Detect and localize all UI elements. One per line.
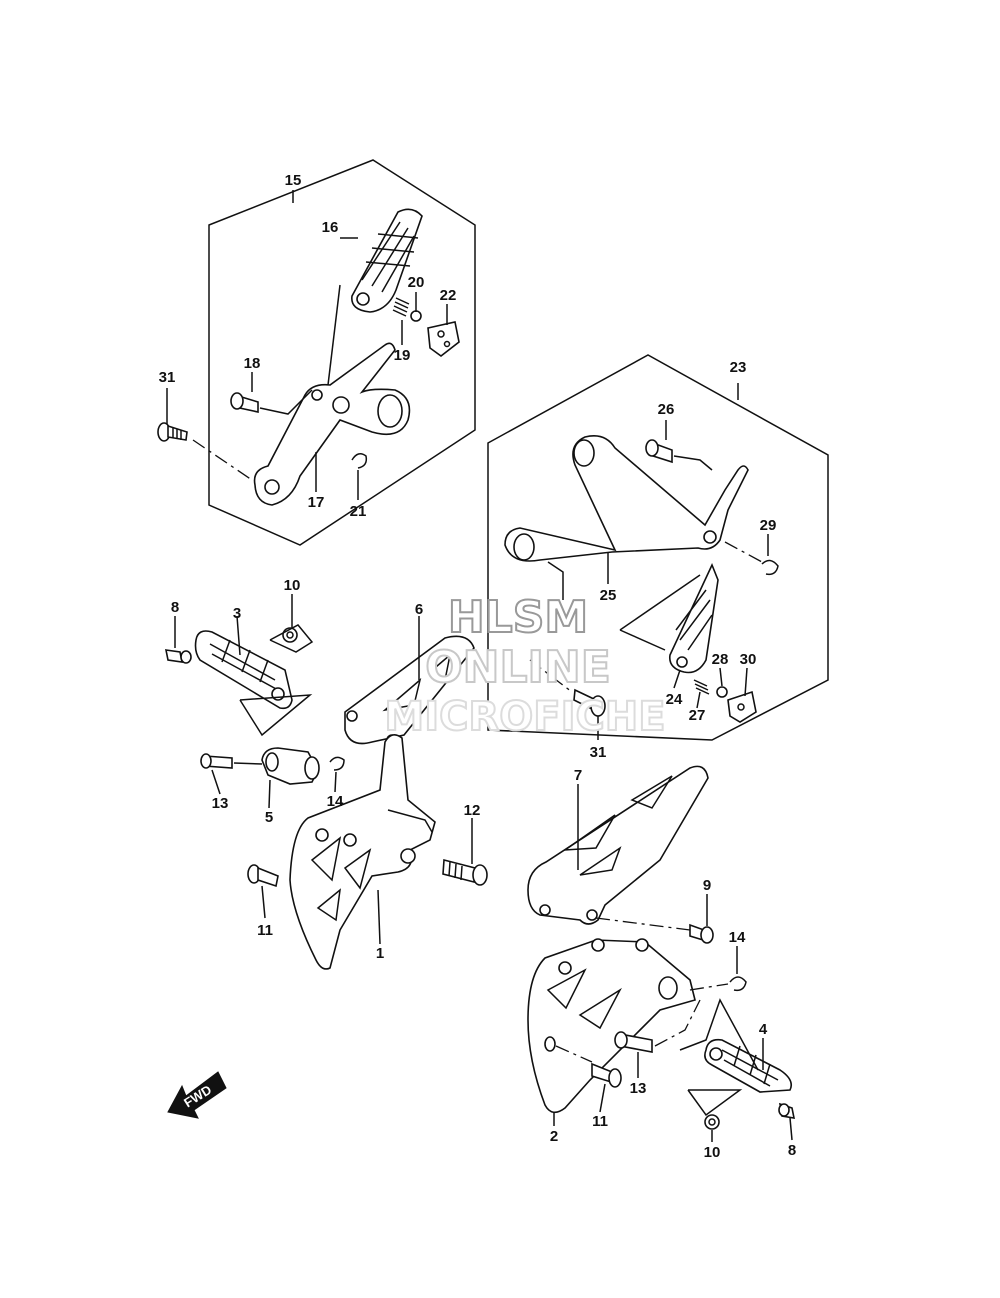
label-2: 2: [550, 1128, 558, 1145]
part-31-bolt-lower: [529, 659, 606, 717]
assembly-15-frame: [208, 159, 476, 546]
part-31-bolt-upper: [157, 422, 253, 481]
watermark-line-2: ONLINE: [425, 642, 611, 693]
part-20-ball: [410, 310, 422, 322]
label-23: 23: [730, 359, 747, 376]
part-13-pin-right: [614, 999, 701, 1053]
part-10-spring-right: [704, 1114, 720, 1130]
label-14-right: 14: [729, 929, 746, 946]
label-14-left: 14: [327, 793, 344, 810]
watermark: HLSM ONLINE MICROFICHE: [383, 591, 666, 741]
part-2-bracket: [527, 938, 696, 1114]
part-14-clip-right: [689, 976, 747, 992]
part-5-holder: [261, 747, 320, 785]
part-13-pin-left: [200, 753, 263, 769]
part-21-clip: [351, 453, 368, 469]
fwd-arrow-icon: FWD: [167, 1071, 227, 1119]
part-28-ball: [716, 686, 728, 698]
part-27-spring: [693, 679, 710, 695]
label-20: 20: [408, 274, 425, 291]
label-28: 28: [712, 651, 729, 668]
part-22-plate: [427, 321, 460, 358]
part-9-bolt: [595, 917, 714, 944]
label-22: 22: [440, 287, 457, 304]
part-26-pin: [645, 439, 713, 471]
label-13-left: 13: [212, 795, 229, 812]
part-12-bolt: [442, 858, 488, 886]
label-6: 6: [415, 601, 423, 618]
label-29: 29: [760, 517, 777, 534]
part-3-footpeg: [194, 630, 293, 710]
label-31-upper: 31: [159, 369, 176, 386]
label-16: 16: [322, 219, 339, 236]
right-peg-guide: [687, 1089, 743, 1117]
watermark-line-1: HLSM: [448, 592, 588, 643]
part-25-bracket: [504, 435, 749, 562]
label-30: 30: [740, 651, 757, 668]
part-1-bracket: [289, 734, 436, 970]
label-17: 17: [308, 494, 325, 511]
label-26: 26: [658, 401, 675, 418]
assembly-23-frame: [487, 354, 829, 741]
label-15: 15: [285, 172, 302, 189]
label-31-lower: 31: [590, 744, 607, 761]
watermark-line-3: MICROFICHE: [384, 694, 665, 740]
label-8-right: 8: [788, 1142, 796, 1159]
label-11-left: 11: [257, 922, 273, 939]
label-13-right: 13: [630, 1080, 647, 1097]
part-8-nut-right: [778, 1102, 796, 1119]
part-24-footpeg: [619, 562, 719, 674]
label-24: 24: [666, 691, 683, 708]
label-12: 12: [464, 802, 481, 819]
part-8-nut-left: [164, 649, 192, 664]
label-7: 7: [574, 767, 582, 784]
part-17-bracket: [253, 342, 411, 506]
part-30-plate: [727, 690, 757, 723]
part-29-clip: [724, 541, 779, 576]
label-8-left: 8: [171, 599, 179, 616]
part-10-spring-left: [269, 624, 314, 653]
part-18-pin: [230, 389, 313, 415]
part-19-spring: [392, 297, 410, 317]
part-11-bolt-right: [591, 1062, 622, 1088]
leader-lines: [166, 237, 793, 1142]
part-11-bolt-left: [247, 864, 279, 888]
part-7-heel-guard: [527, 765, 709, 925]
label-27: 27: [689, 707, 706, 724]
label-5: 5: [265, 809, 273, 826]
left-peg-guide: [239, 694, 313, 737]
label-19: 19: [394, 347, 411, 364]
label-11-right: 11: [592, 1113, 608, 1130]
label-9: 9: [703, 877, 711, 894]
part-4-footpeg: [679, 998, 793, 1093]
label-18: 18: [244, 355, 261, 372]
part-14-clip-left: [329, 756, 345, 771]
label-25: 25: [600, 587, 617, 604]
label-4: 4: [759, 1021, 768, 1038]
label-10-right: 10: [704, 1144, 721, 1161]
part-6-heel-guard: [344, 635, 475, 746]
part-labels: 15 16 20 22 19 18 31 17 21 23 26 29 25 2…: [159, 172, 797, 1161]
label-3: 3: [233, 605, 241, 622]
label-21: 21: [350, 503, 367, 520]
label-10-left: 10: [284, 577, 301, 594]
label-1: 1: [376, 945, 384, 962]
part-16-footpeg: [351, 208, 423, 313]
